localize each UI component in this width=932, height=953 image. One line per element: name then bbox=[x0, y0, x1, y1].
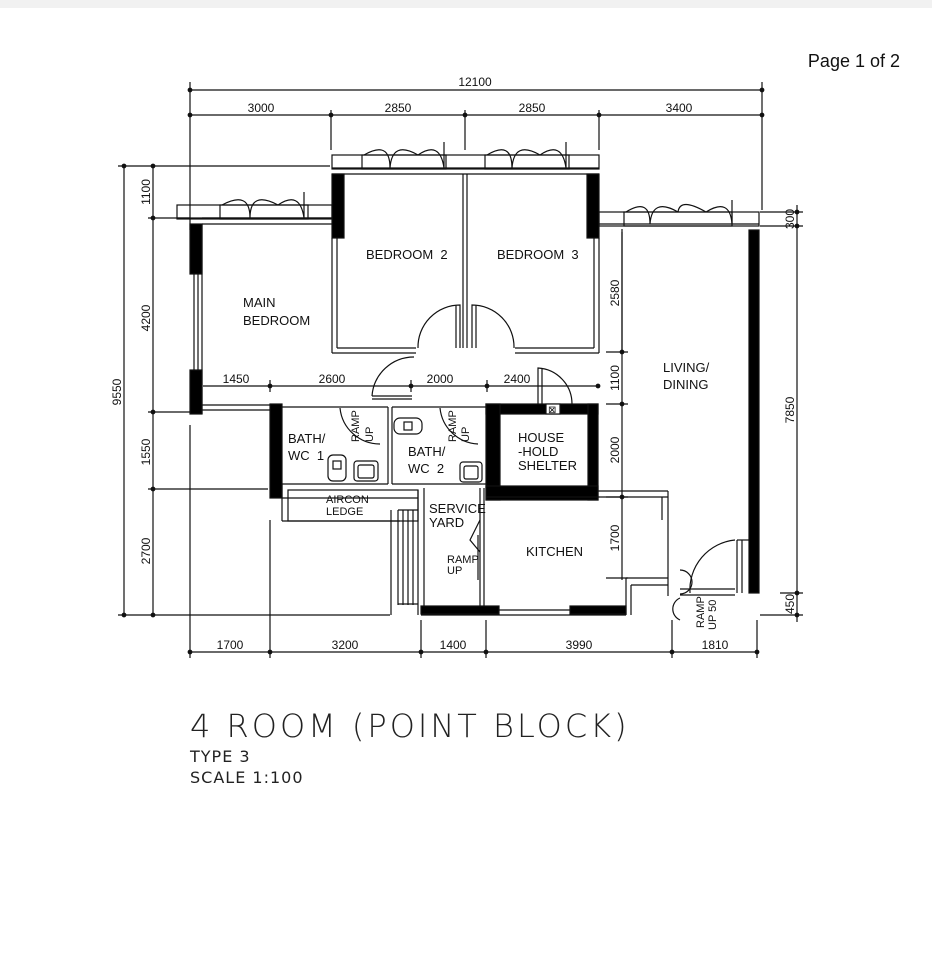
label-shelter-1: HOUSE bbox=[518, 430, 565, 445]
label-living-1: LIVING/ bbox=[663, 360, 710, 375]
label-bath2-ramp-2: UP bbox=[460, 427, 472, 442]
doors-windows bbox=[219, 142, 733, 445]
dim-bottom-1: 1700 bbox=[217, 638, 244, 652]
sink-icon bbox=[353, 460, 379, 482]
dim-left-total: 9550 bbox=[110, 378, 124, 405]
label-service-2: YARD bbox=[429, 515, 464, 530]
label-bedroom-2: BEDROOM 2 bbox=[366, 247, 448, 262]
dim-inner-3: 2000 bbox=[608, 436, 622, 463]
dim-bottom-2: 3200 bbox=[332, 638, 359, 652]
dim-left-2: 4200 bbox=[139, 304, 153, 331]
plan-scale: SCALE 1:100 bbox=[190, 768, 304, 787]
label-entrance-ramp-2: UP 50 bbox=[707, 600, 719, 630]
dim-top-3: 2850 bbox=[519, 101, 546, 115]
room-labels: MAIN BEDROOM BEDROOM 2 BEDROOM 3 LIVING/… bbox=[243, 247, 719, 630]
label-main-bedroom-1: MAIN bbox=[243, 295, 276, 310]
viewer-toolbar-strip bbox=[0, 0, 932, 8]
dim-bottom-3: 1400 bbox=[440, 638, 467, 652]
dim-left-3: 1550 bbox=[139, 438, 153, 465]
plan-title: 4 ROOM (POINT BLOCK) bbox=[190, 707, 630, 745]
walls: ⊠ bbox=[176, 154, 760, 621]
toilet-icon bbox=[393, 417, 423, 435]
label-service-1: SERVICE bbox=[429, 501, 486, 516]
label-bath1-ramp-2: UP bbox=[364, 427, 376, 442]
left-dimensions: 9550 1100 4200 1550 2700 bbox=[110, 163, 390, 618]
dim-left-1: 1100 bbox=[139, 179, 153, 205]
dim-top-2: 2850 bbox=[385, 101, 412, 115]
bottom-dimensions: 1700 3200 1400 3990 1810 bbox=[187, 425, 760, 658]
dim-top-total: 12100 bbox=[458, 75, 492, 89]
label-bedroom-3: BEDROOM 3 bbox=[497, 247, 579, 262]
plan-type: TYPE 3 bbox=[190, 747, 251, 766]
label-kitchen: KITCHEN bbox=[526, 544, 583, 559]
label-bath2-ramp-1: RAMP bbox=[447, 410, 459, 442]
label-shelter-3: SHELTER bbox=[518, 458, 577, 473]
label-bath1-2: WC 1 bbox=[288, 448, 324, 463]
label-entrance-ramp-1: RAMP bbox=[695, 596, 707, 628]
top-dimensions: 12100 3000 2850 2850 3400 bbox=[187, 75, 765, 230]
label-ramp-2: UP bbox=[447, 565, 462, 577]
dim-corridor-3: 2000 bbox=[427, 372, 454, 386]
dim-left-4: 2700 bbox=[139, 537, 153, 564]
title-block: 4 ROOM (POINT BLOCK) TYPE 3 SCALE 1:100 bbox=[190, 706, 630, 788]
dim-corridor-1: 1450 bbox=[223, 372, 250, 386]
label-bath2-2: WC 2 bbox=[408, 461, 444, 476]
dim-inner-1: 2580 bbox=[608, 279, 622, 306]
label-shelter-2: -HOLD bbox=[518, 444, 558, 459]
fixtures bbox=[327, 417, 483, 483]
dim-right-bottom: 450 bbox=[783, 594, 797, 614]
dim-top-4: 3400 bbox=[666, 101, 693, 115]
label-living-2: DINING bbox=[663, 377, 709, 392]
dim-bottom-4: 3990 bbox=[566, 638, 593, 652]
dim-right-total: 7850 bbox=[783, 396, 797, 423]
dim-top-1: 3000 bbox=[248, 101, 275, 115]
page-indicator: Page 1 of 2 bbox=[807, 51, 900, 71]
dim-corridor-4: 2400 bbox=[504, 372, 531, 386]
label-bath1-ramp-1: RAMP bbox=[350, 410, 362, 442]
dim-corridor-2: 2600 bbox=[319, 372, 346, 386]
label-aircon-2: LEDGE bbox=[326, 506, 363, 518]
inner-vertical-dimensions: 2580 1100 2000 1700 bbox=[606, 232, 628, 580]
right-dimensions: 300 7850 450 bbox=[760, 205, 803, 622]
label-aircon-1: AIRCON bbox=[326, 494, 369, 506]
toilet-icon bbox=[327, 454, 347, 482]
dim-right-top: 300 bbox=[783, 209, 797, 229]
label-ramp-1: RAMP bbox=[447, 554, 479, 566]
label-bath2-1: BATH/ bbox=[408, 444, 446, 459]
dim-inner-2: 1100 bbox=[608, 365, 622, 391]
label-bath1-1: BATH/ bbox=[288, 431, 326, 446]
vent-icon: ⊠ bbox=[548, 405, 556, 416]
sink-icon bbox=[459, 461, 483, 483]
corridor-dimensions: 1450 2600 2000 2400 bbox=[203, 372, 601, 392]
dim-inner-4: 1700 bbox=[608, 524, 622, 551]
label-main-bedroom-2: BEDROOM bbox=[243, 313, 310, 328]
dim-bottom-5: 1810 bbox=[702, 638, 729, 652]
